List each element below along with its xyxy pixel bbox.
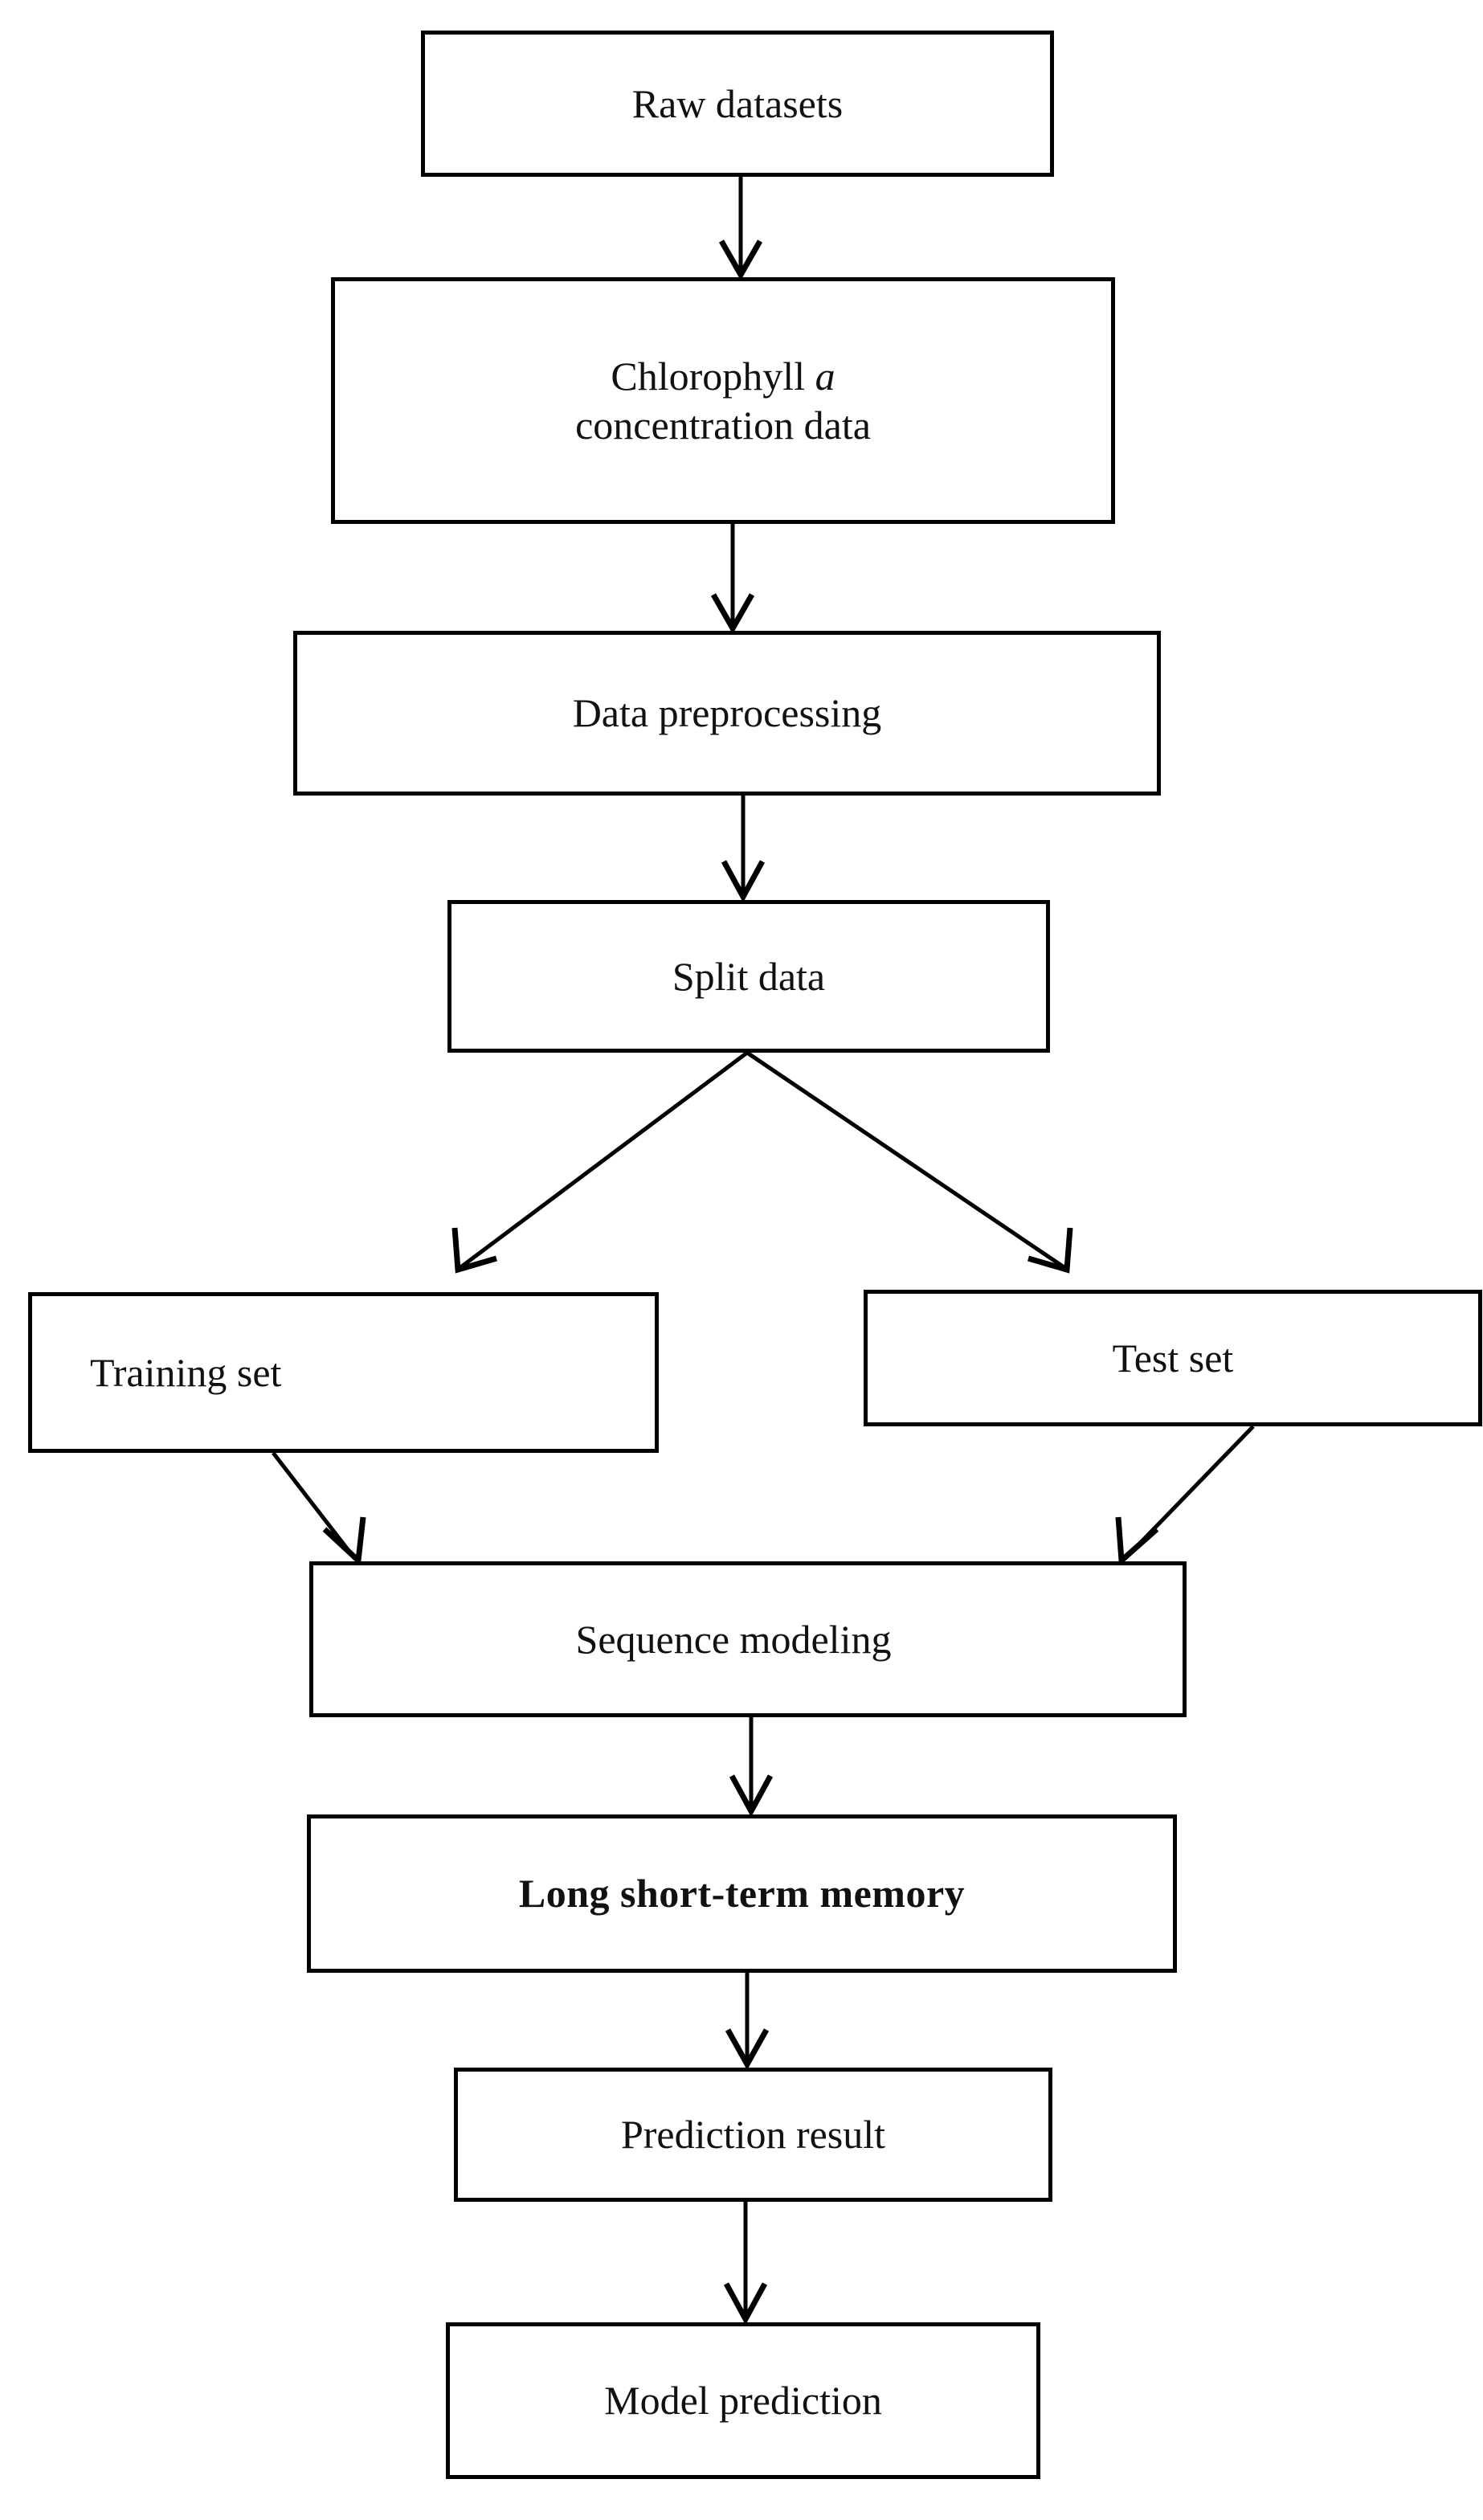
edge-training-set-to-sequence-modeling [272,1451,366,1567]
node-test-set-label: Test set [1112,1335,1234,1381]
node-training-set[interactable]: Training set [28,1292,659,1453]
node-split-data[interactable]: Split data [447,900,1050,1053]
node-model-prediction-label: Model prediction [604,2378,882,2423]
node-raw-datasets[interactable]: Raw datasets [421,31,1054,177]
node-prediction-result[interactable]: Prediction result [454,2068,1052,2202]
edge-split-data-to-test-set [746,1050,1073,1274]
node-chlorophyll-data-italic-a: a [815,353,835,399]
node-chlorophyll-data-line2: concentration data [575,402,871,448]
node-model-prediction[interactable]: Model prediction [446,2322,1040,2479]
edge-split-data-to-training-set [451,1050,749,1274]
node-training-set-label: Training set [90,1349,282,1395]
node-sequence-modeling-label: Sequence modeling [575,1616,892,1662]
edge-raw-datasets-to-chlorophyll-data [718,177,763,281]
node-sequence-modeling[interactable]: Sequence modeling [309,1561,1187,1717]
node-lstm-label: Long short-term memory [518,1871,966,1916]
edge-sequence-modeling-to-lstm [729,1717,774,1818]
node-lstm[interactable]: Long short-term memory [307,1814,1177,1973]
node-raw-datasets-label: Raw datasets [631,80,844,126]
edge-data-preprocessing-to-split-data [721,796,766,903]
node-split-data-label: Split data [672,953,826,999]
edge-lstm-to-prediction-result [725,1973,770,2071]
node-chlorophyll-data-line1: Chlorophyll [611,353,815,399]
node-test-set[interactable]: Test set [864,1290,1482,1426]
node-data-preprocessing[interactable]: Data preprocessing [293,631,1161,796]
edge-chlorophyll-data-to-data-preprocessing [710,524,755,635]
edge-prediction-result-to-model-prediction [723,2202,768,2326]
edge-test-set-to-sequence-modeling [1115,1425,1255,1567]
node-prediction-result-label: Prediction result [620,2112,886,2157]
node-data-preprocessing-label: Data preprocessing [572,690,882,735]
